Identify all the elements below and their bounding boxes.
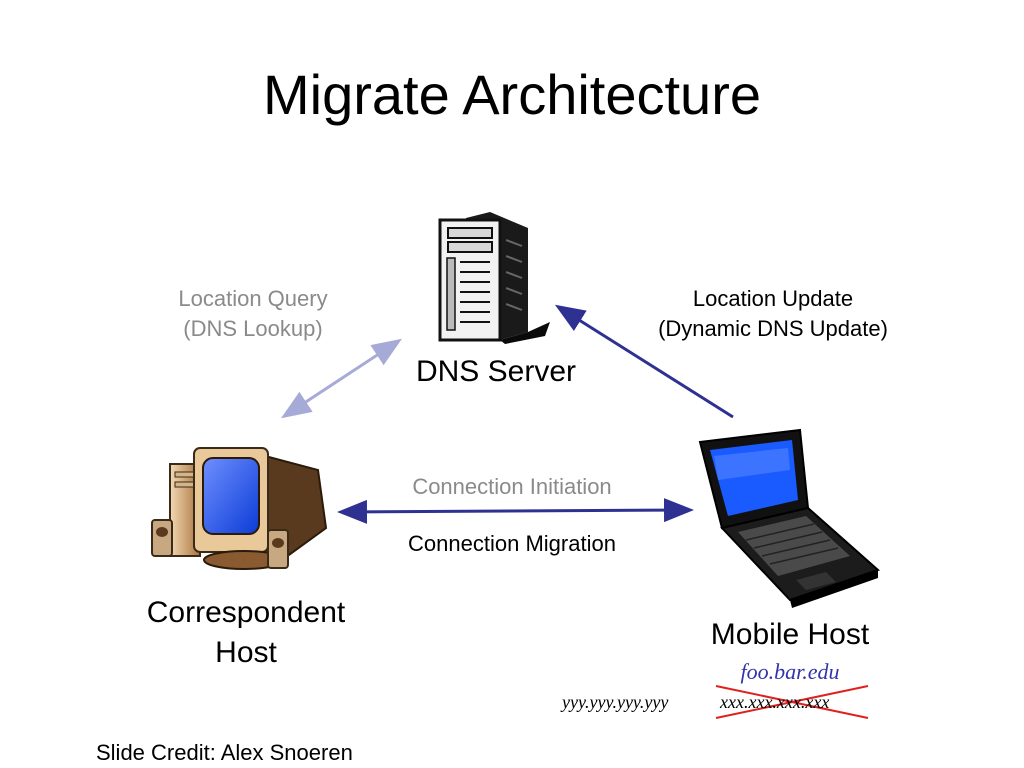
location-query-arrow: [280, 338, 403, 419]
location-update-line1: Location Update: [692, 286, 854, 311]
location-update-arrow: [554, 304, 734, 419]
correspondent-host-line1: Correspondent: [146, 596, 346, 629]
location-query-label: Location Query (DNS Lookup): [140, 284, 366, 344]
connection-migration-label: Connection Migration: [408, 531, 616, 556]
mobile-host-label: Mobile Host: [710, 618, 870, 651]
location-query-line2: (DNS Lookup): [183, 316, 323, 341]
correspondent-host-label: Correspondent Host: [116, 593, 376, 673]
connection-arrow: [337, 498, 694, 524]
desktop-computer-icon: [151, 447, 328, 570]
location-update-line2: (Dynamic DNS Update): [658, 316, 888, 341]
correspondent-host-line2: Host: [215, 636, 277, 669]
old-ip-strikethrough: [715, 685, 869, 719]
dns-server-label: DNS Server: [415, 355, 577, 388]
location-update-label: Location Update (Dynamic DNS Update): [620, 284, 926, 344]
old-ip-address: xxx.xxx.xxx.xxx: [720, 692, 830, 712]
connection-initiation-label: Connection Initiation: [412, 474, 612, 499]
slide-credit: Slide Credit: Alex Snoeren: [96, 740, 353, 765]
laptop-icon: [698, 428, 880, 608]
server-tower-icon: [438, 212, 550, 344]
mobile-host-hostname: foo.bar.edu: [740, 659, 840, 684]
new-ip-address: yyy.yyy.yyy.yyy: [562, 692, 669, 712]
slide-title: Migrate Architecture: [263, 63, 761, 126]
location-query-line1: Location Query: [178, 286, 328, 311]
